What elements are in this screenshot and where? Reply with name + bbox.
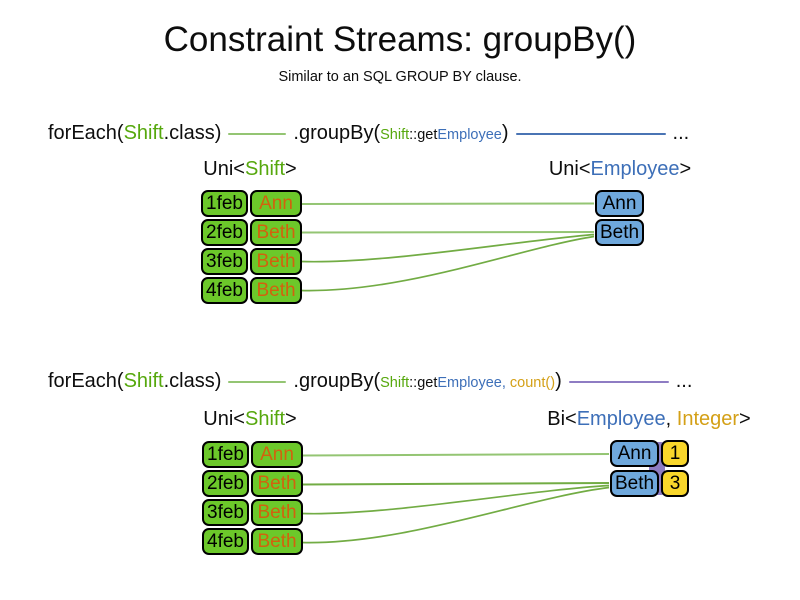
code2-groupby: .groupBy( xyxy=(293,370,381,392)
d2-left-label-type: Shift xyxy=(244,408,286,430)
shift-date-cell: 2feb xyxy=(202,470,249,497)
shift-employee-cell: Ann xyxy=(251,441,303,468)
shift-date-cell: 4feb xyxy=(201,277,248,304)
d1-left-label-prefix: Uni< xyxy=(203,158,245,180)
shift-row: 3feb Beth xyxy=(201,248,302,275)
stream-line-green-2 xyxy=(228,380,287,383)
d1-line-4feb-beth xyxy=(300,235,595,292)
shift-date-cell: 3feb xyxy=(201,248,248,275)
stream-line-green-1 xyxy=(228,132,287,135)
shift-row: 1feb Ann xyxy=(201,190,302,217)
shift-row: 2feb Beth xyxy=(201,219,302,246)
shift-row: 2feb Beth xyxy=(202,470,303,497)
code1-class-suffix: .class) xyxy=(163,122,222,144)
d2-group-column: Ann 1 Beth 3 xyxy=(610,440,689,500)
bi-tuple-row: Beth 3 xyxy=(610,470,689,497)
code1-param-shift: Shift xyxy=(380,127,410,143)
code2-foreach: forEach( xyxy=(48,370,124,392)
d2-left-label-suffix: > xyxy=(285,408,297,430)
d2-right-type-label: Bi<Employee, Integer> xyxy=(524,408,774,431)
d2-shift-table: 1feb Ann 2feb Beth 3feb Beth 4feb Beth xyxy=(202,441,303,557)
d2-right-label-comma: , xyxy=(665,408,677,430)
shift-employee-cell: Beth xyxy=(250,277,302,304)
d2-left-type-label: Uni<Shift> xyxy=(160,408,340,431)
d2-line-2feb-beth xyxy=(301,482,610,486)
d1-shift-table: 1feb Ann 2feb Beth 3feb Beth 4feb Beth xyxy=(201,190,302,306)
d1-group-column: Ann Beth xyxy=(595,190,644,248)
d1-right-label-type: Employee xyxy=(590,158,680,180)
code1-param-get: ::get xyxy=(409,127,438,143)
code2-ellipsis: ... xyxy=(675,370,693,392)
d1-right-type-label: Uni<Employee> xyxy=(520,158,720,181)
stream-line-blue xyxy=(515,132,666,135)
code1-param-employee: Employee xyxy=(437,127,502,143)
code-line-2: forEach(Shift.class).groupBy(Shift::getE… xyxy=(48,368,692,396)
d2-right-label-type2: Integer xyxy=(676,408,740,430)
code2-class-suffix: .class) xyxy=(163,370,222,392)
employee-group-box: Beth xyxy=(595,219,644,246)
code-line-1: forEach(Shift.class).groupBy(Shift::getE… xyxy=(48,120,689,148)
code2-comma: , xyxy=(501,375,510,391)
shift-employee-cell: Ann xyxy=(250,190,302,217)
code1-close-paren: ) xyxy=(501,122,509,144)
shift-date-cell: 3feb xyxy=(202,499,249,526)
d1-right-label-suffix: > xyxy=(679,158,692,180)
shift-employee-cell: Beth xyxy=(251,528,303,555)
d1-left-label-suffix: > xyxy=(285,158,297,180)
employee-group-box: Ann xyxy=(610,440,659,467)
employee-group-box: Beth xyxy=(610,470,659,497)
d1-line-1feb-ann xyxy=(300,202,595,205)
shift-row: 3feb Beth xyxy=(202,499,303,526)
d1-line-3feb-beth xyxy=(300,233,595,263)
count-box: 3 xyxy=(661,470,689,497)
shift-row: 4feb Beth xyxy=(201,277,302,304)
d1-right-label-prefix: Uni< xyxy=(548,158,591,180)
d2-right-label-type1: Employee xyxy=(576,408,666,430)
code1-shift-class: Shift xyxy=(123,122,164,144)
shift-date-cell: 1feb xyxy=(201,190,248,217)
page-title: Constraint Streams: groupBy() xyxy=(163,20,637,59)
d1-line-2feb-beth xyxy=(300,231,595,234)
employee-group-box: Ann xyxy=(595,190,644,217)
d2-right-label-suffix: > xyxy=(739,408,751,430)
d2-left-label-prefix: Uni< xyxy=(203,408,245,430)
shift-employee-cell: Beth xyxy=(250,219,302,246)
shift-date-cell: 4feb xyxy=(202,528,249,555)
stream-line-purple xyxy=(568,380,669,383)
d2-line-1feb-ann xyxy=(301,453,610,457)
d2-right-label-prefix: Bi< xyxy=(547,408,577,430)
shift-date-cell: 1feb xyxy=(202,441,249,468)
d2-line-4feb-beth xyxy=(301,486,610,544)
code2-param-shift: Shift xyxy=(380,375,410,391)
code1-ellipsis: ... xyxy=(672,122,690,144)
code2-count-call: count() xyxy=(509,375,556,391)
count-box: 1 xyxy=(661,440,689,467)
d1-left-label-type: Shift xyxy=(244,158,286,180)
shift-employee-cell: Beth xyxy=(251,499,303,526)
code1-foreach: forEach( xyxy=(48,122,124,144)
code2-param-employee: Employee xyxy=(437,375,502,391)
code1-groupby: .groupBy( xyxy=(293,122,381,144)
code2-param-get: ::get xyxy=(409,375,438,391)
bi-tuple-row: Ann 1 xyxy=(610,440,689,467)
shift-row: 1feb Ann xyxy=(202,441,303,468)
shift-employee-cell: Beth xyxy=(251,470,303,497)
shift-employee-cell: Beth xyxy=(250,248,302,275)
shift-date-cell: 2feb xyxy=(201,219,248,246)
code2-close-paren: ) xyxy=(555,370,562,392)
page-subtitle: Similar to an SQL GROUP BY clause. xyxy=(278,69,522,85)
shift-row: 4feb Beth xyxy=(202,528,303,555)
d2-line-3feb-beth xyxy=(301,484,610,515)
code2-shift-class: Shift xyxy=(123,370,164,392)
d1-left-type-label: Uni<Shift> xyxy=(160,158,340,181)
